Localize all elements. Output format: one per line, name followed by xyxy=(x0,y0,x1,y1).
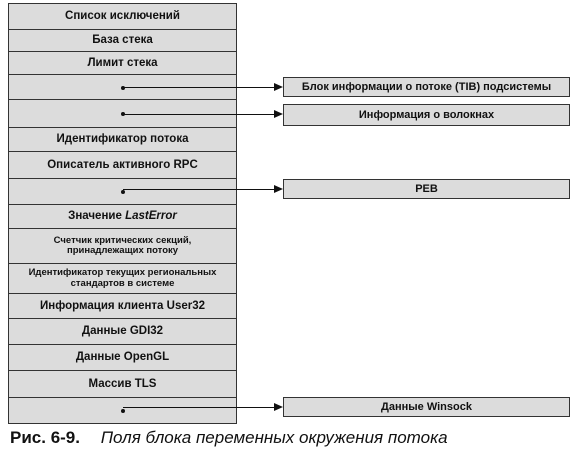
pointer-arrow-head xyxy=(274,185,283,193)
field-label: Данные OpenGL xyxy=(75,351,170,364)
field-label: Лимит стека xyxy=(87,56,158,69)
pointer-target-box: Блок информации о потоке (TIB) подсистем… xyxy=(283,77,570,97)
teb-field-row: Данные GDI32 xyxy=(8,318,237,345)
pointer-target-label: Данные Winsock xyxy=(381,401,472,413)
pointer-target-box: Информация о волокнах xyxy=(283,104,570,126)
field-label: Счетчик критических секций, принадлежащи… xyxy=(53,234,192,256)
pointer-dot xyxy=(121,409,125,413)
figure-number: Рис. 6-9. xyxy=(10,428,80,447)
teb-field-row: База стека xyxy=(8,29,237,52)
teb-field-row: Счетчик критических секций, принадлежащи… xyxy=(8,228,237,264)
pointer-target-box: PEB xyxy=(283,179,570,199)
field-label: Список исключений xyxy=(65,10,180,23)
teb-field-row: Значение LastError xyxy=(8,204,237,229)
pointer-target-label: Информация о волокнах xyxy=(358,109,495,121)
pointer-arrow-line xyxy=(123,114,274,115)
pointer-arrow-line xyxy=(123,407,274,408)
field-label: Информация клиента User32 xyxy=(39,299,205,312)
figure-caption: Рис. 6-9. Поля блока переменных окружени… xyxy=(10,428,448,448)
pointer-dot xyxy=(121,86,125,90)
teb-field-row: Описатель активного RPC xyxy=(8,151,237,179)
field-label: Описатель активного RPC xyxy=(47,158,198,171)
teb-field-row: Данные OpenGL xyxy=(8,344,237,371)
teb-field-row: Массив TLS xyxy=(8,370,237,398)
field-label: База стека xyxy=(92,34,153,47)
teb-field-row: Лимит стека xyxy=(8,51,237,75)
field-label: Данные GDI32 xyxy=(81,325,164,338)
teb-field-row: Список исключений xyxy=(8,3,237,30)
pointer-arrow-line xyxy=(123,189,274,190)
figure-title: Поля блока переменных окружения потока xyxy=(100,428,448,447)
pointer-dot xyxy=(121,190,125,194)
pointer-target-box: Данные Winsock xyxy=(283,397,570,417)
pointer-arrow-line xyxy=(123,87,274,88)
teb-field-row: Информация клиента User32 xyxy=(8,293,237,319)
field-label: Массив TLS xyxy=(88,377,157,390)
field-label: Идентификатор текущих региональных станд… xyxy=(28,267,217,289)
pointer-arrow-head xyxy=(274,83,283,91)
field-label-italic: LastError xyxy=(125,210,177,223)
field-label: Значение xyxy=(68,210,126,223)
pointer-arrow-head xyxy=(274,110,283,118)
pointer-arrow-head xyxy=(274,403,283,411)
pointer-target-label: Блок информации о потоке (TIB) подсистем… xyxy=(301,81,552,93)
pointer-target-label: PEB xyxy=(415,183,438,195)
teb-field-row: Идентификатор текущих региональных станд… xyxy=(8,263,237,294)
teb-field-row: Идентификатор потока xyxy=(8,127,237,152)
field-label: Идентификатор потока xyxy=(56,133,189,146)
